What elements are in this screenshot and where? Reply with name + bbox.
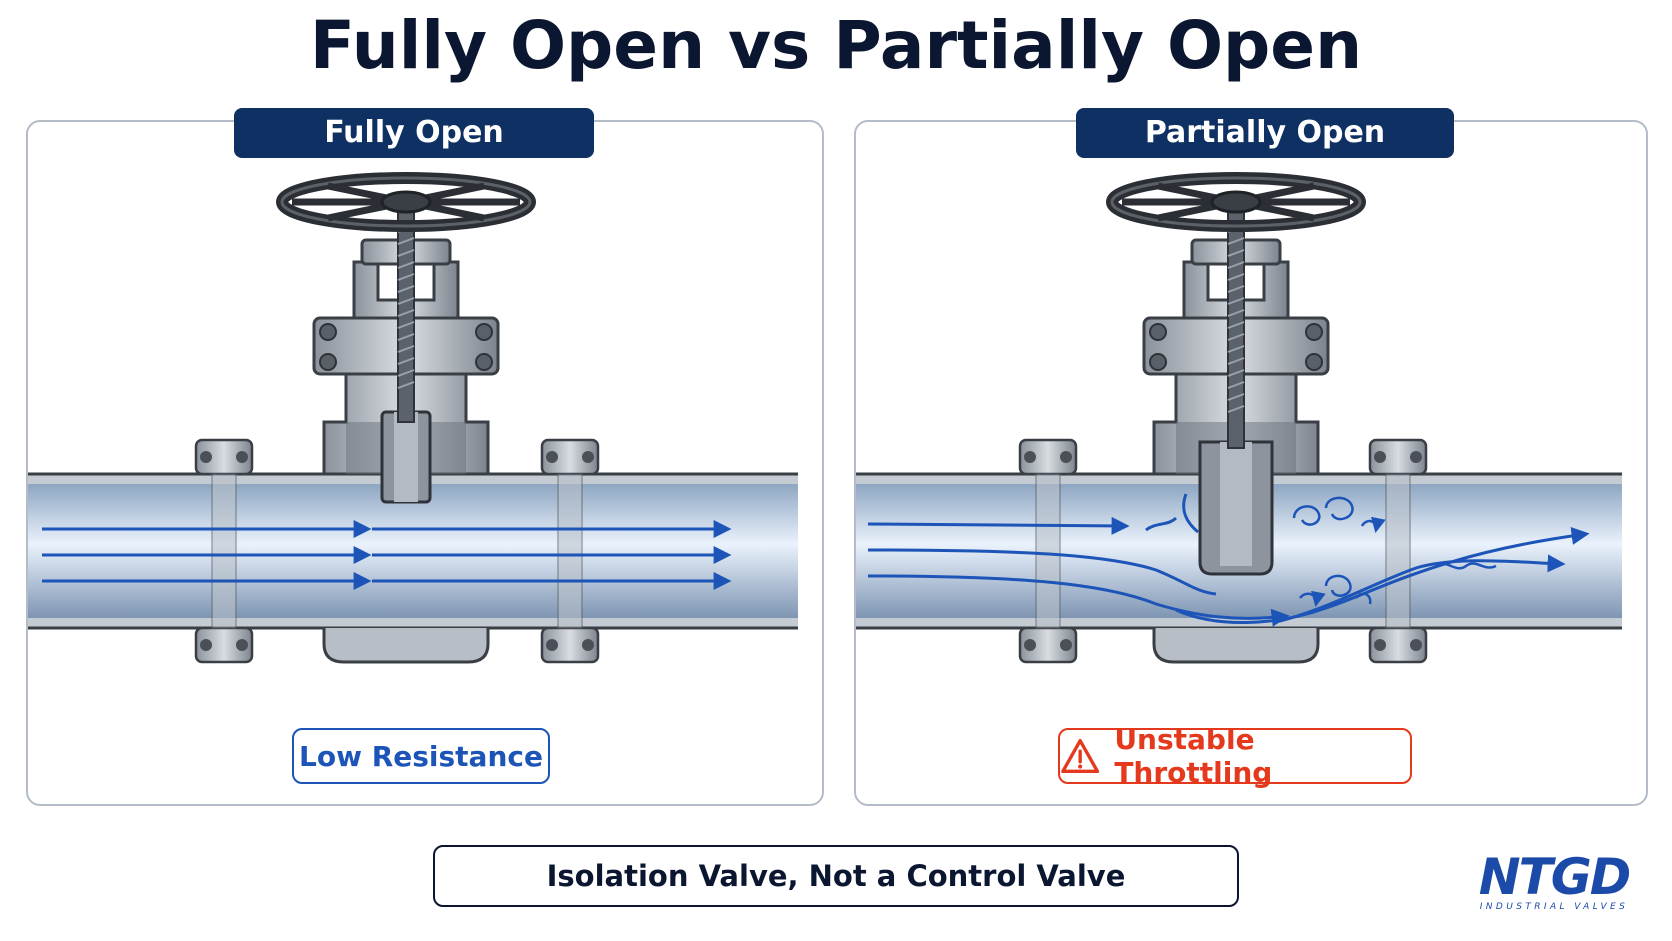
warning-triangle-icon	[1060, 737, 1100, 775]
unstable-throttling-label: Unstable Throttling	[1114, 723, 1410, 789]
valve-body-bottom	[324, 628, 488, 662]
footer-caption: Isolation Valve, Not a Control Valve	[547, 859, 1126, 893]
ntgd-logo: NTGD INDUSTRIAL VALVES	[1466, 852, 1642, 912]
partially-open-valve-diagram	[856, 122, 1646, 804]
partially-open-tab: Partially Open	[1076, 108, 1454, 158]
logo-subtitle: INDUSTRIAL VALVES	[1466, 902, 1642, 912]
fully-open-valve-diagram	[28, 122, 822, 804]
fully-open-tab: Fully Open	[234, 108, 594, 158]
gate-disc-lowered	[1200, 442, 1272, 574]
valve-body-bottom	[1154, 628, 1318, 662]
page-title: Fully Open vs Partially Open	[0, 0, 1672, 92]
valve-stem	[1228, 212, 1244, 448]
partially-open-panel: Partially Open	[854, 120, 1648, 806]
pipe-flow-channel	[28, 484, 798, 618]
low-resistance-label: Low Resistance	[299, 740, 543, 773]
fully-open-panel: Fully Open	[26, 120, 824, 806]
gate-disc-raised	[382, 412, 430, 502]
unstable-throttling-badge: Unstable Throttling	[1058, 728, 1412, 784]
footer-caption-box: Isolation Valve, Not a Control Valve	[433, 845, 1239, 907]
logo-mark: NTGD	[1466, 852, 1642, 902]
low-resistance-badge: Low Resistance	[292, 728, 550, 784]
